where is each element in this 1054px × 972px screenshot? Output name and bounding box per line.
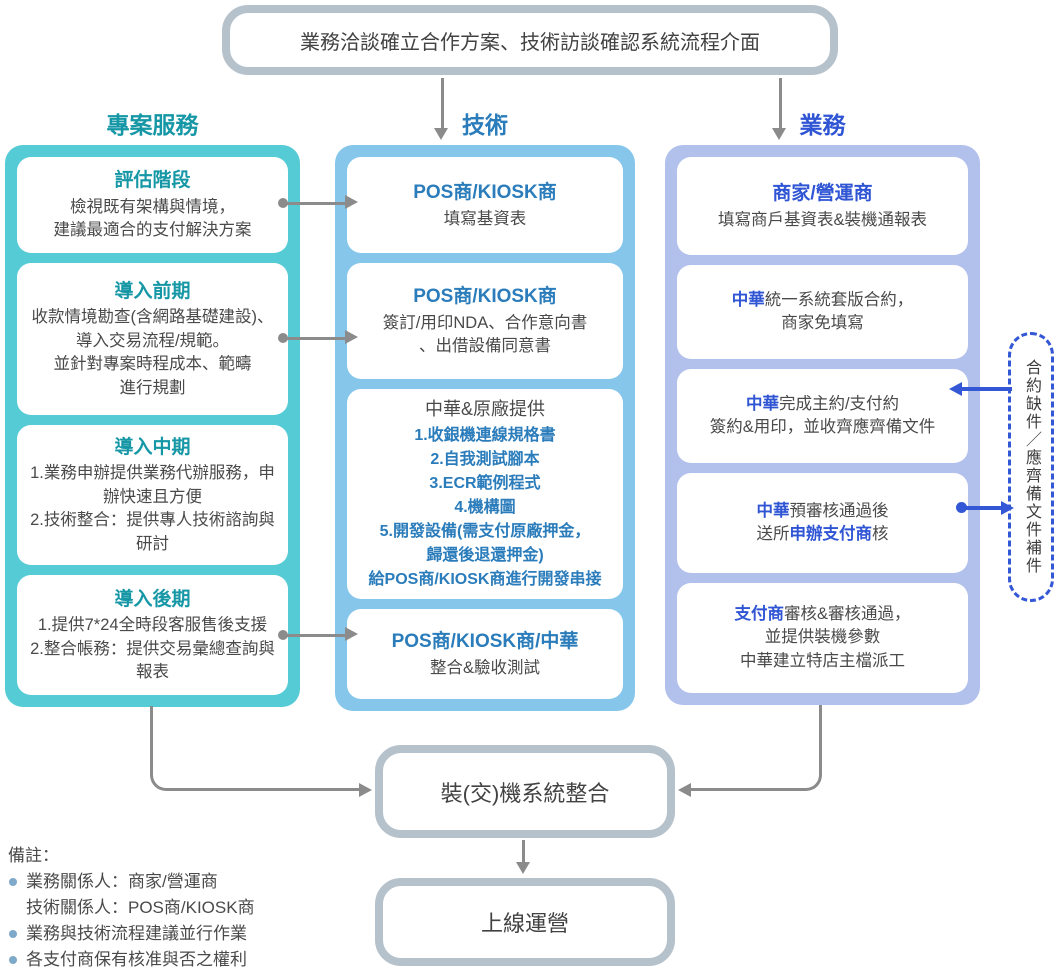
node-body: 送所申辦支付商核 [756, 525, 889, 543]
stage-title: 導入中期 [114, 436, 191, 458]
kickoff-node: 業務洽談確立合作方案、技術訪談確認系統流程介面 [222, 5, 838, 75]
bullet-icon [9, 930, 17, 938]
node-title: POS商/KIOSK商/中華 [391, 631, 579, 653]
connector-evaluation-to-tech [283, 202, 347, 205]
tech-node-basic-form: POS商/KIOSK商 填寫基資表 [347, 157, 623, 253]
business-column: 商家/營運商 填寫商戶基資表&裝機通報表 中華統一系統套版合約， 商家免填寫 中… [665, 145, 980, 705]
footnote-text: 技術關係人：POS商/KIOSK商 [26, 898, 255, 917]
node-heading: 中華&原廠提供 [424, 399, 545, 420]
footnote-item: 業務與技術流程建議並行作業 [8, 921, 348, 947]
column-header-project: 專案服務 [106, 112, 199, 138]
project-column: 評估階段 檢視既有架構與情境， 建議最適合的支付解決方案 導入前期 收款情境勘查… [5, 145, 300, 707]
stage-title: 導入後期 [114, 588, 191, 610]
node-body: 並提供裝機參數 [764, 628, 881, 647]
node-body: 整合&驗收測試 [429, 658, 540, 677]
node-body: 簽訂/用印NDA、合作意向書 、出借設備同意書 [382, 313, 588, 356]
launch-label: 上線運營 [480, 911, 569, 936]
stage-body: 檢視既有架構與情境， 建議最適合的支付解決方案 [53, 197, 252, 240]
deliverable-item: 給POS商/KIOSK商進行開發串接 [368, 570, 602, 588]
connector-project-to-integration [150, 706, 366, 791]
biz-node-contract-signing: 中華完成主約/支付約 簽約&用印，並收齊應齊備文件 [677, 369, 968, 463]
tech-column: POS商/KIOSK商 填寫基資表 POS商/KIOSK商 簽訂/用印NDA、合… [335, 145, 635, 711]
biz-node-payment-review: 支付商審核&審核通過， 並提供裝機參數 中華建立特店主檔派工 [677, 583, 968, 693]
arrow-right-icon [345, 627, 358, 641]
deliverable-item: 5.開發設備(需支付原廠押金， 歸還後退還押金) [379, 522, 591, 564]
node-body: 商家免填寫 [781, 314, 864, 332]
connector-pill-to-contract [962, 387, 1012, 391]
deliverable-item: 3.ECR範例程式 [429, 474, 541, 492]
arrow-right-icon [359, 783, 372, 797]
arrow-top-to-business [779, 78, 782, 130]
stage-title: 導入前期 [114, 280, 191, 302]
connector-review-to-pill [961, 506, 1003, 510]
arrow-right-icon [345, 195, 358, 209]
stage-node-evaluation: 評估階段 檢視既有架構與情境， 建議最適合的支付解決方案 [17, 157, 288, 253]
node-body: 簽約&用印，並收齊應齊備文件 [709, 418, 936, 436]
node-body: 中華建立特店主檔派工 [740, 651, 905, 670]
emphasis-text: 申辦支付商 [789, 525, 873, 543]
missing-documents-label: 合約缺件／應齊備文件補件 [1023, 359, 1040, 575]
column-header-business: 業務 [799, 112, 846, 138]
emphasis-text: 中華 [756, 501, 790, 520]
biz-node-template-contract: 中華統一系統套版合約， 商家免填寫 [677, 265, 968, 359]
emphasis-text: 中華 [731, 290, 765, 309]
arrow-right-icon [345, 330, 358, 344]
footnotes: 備註： 業務關係人：商家/營運商 技術關係人：POS商/KIOSK商 業務與技術… [8, 843, 348, 972]
stage-title: 評估階段 [114, 170, 191, 192]
node-body: 中華統一系統套版合約， [731, 290, 914, 309]
integration-label: 裝(交)機系統整合 [440, 780, 610, 806]
node-title: 商家/營運商 [772, 183, 873, 205]
tech-node-nda: POS商/KIOSK商 簽訂/用印NDA、合作意向書 、出借設備同意書 [347, 263, 623, 379]
footnote-item: 技術關係人：POS商/KIOSK商 [8, 895, 348, 921]
footnote-text: 各支付商保有核准與否之權利 [26, 950, 247, 969]
stage-body: 收款情境勘查(含網路基礎建設)、 導入交易流程/規範。 並針對專案時程成本、範疇… [31, 308, 274, 397]
stage-body: 1.業務申辦提供業務代辦服務，申 辦快速且方便 2.技術整合：提供專人技術諮詢與… [30, 464, 275, 553]
kickoff-label: 業務洽談確立合作方案、技術訪談確認系統流程介面 [300, 31, 760, 54]
connector-integration-to-launch [522, 840, 525, 864]
deliverable-item: 2.自我測試腳本 [430, 450, 540, 468]
arrow-left-icon [949, 382, 962, 396]
stage-node-pre-rollout: 導入前期 收款情境勘查(含網路基礎建設)、 導入交易流程/規範。 並針對專案時程… [17, 263, 288, 415]
node-title: POS商/KIOSK商 [413, 182, 557, 204]
footnote-item: 各支付商保有核准與否之權利 [8, 947, 348, 972]
arrow-down-icon [772, 128, 786, 140]
connector-pre-rollout-to-tech [283, 337, 347, 340]
bullet-icon [9, 878, 17, 886]
node-body: 填寫基資表 [443, 209, 527, 228]
biz-node-merchant-form: 商家/營運商 填寫商戶基資表&裝機通報表 [677, 157, 968, 255]
arrow-down-icon [434, 128, 448, 140]
biz-node-pre-review: 中華預審核通過後 送所申辦支付商核 [677, 473, 968, 573]
launch-node: 上線運營 [375, 878, 675, 966]
footnotes-header: 備註： [8, 846, 59, 865]
emphasis-text: 支付商 [734, 604, 784, 623]
footnote-item: 業務關係人：商家/營運商 [8, 869, 348, 895]
node-body: 中華完成主約/支付約 [745, 394, 900, 413]
bullet-icon [9, 956, 17, 964]
arrow-top-to-tech [441, 78, 444, 130]
emphasis-text: 中華 [745, 394, 779, 413]
footnote-text: 業務與技術流程建議並行作業 [26, 924, 247, 943]
connector-business-to-integration [690, 705, 822, 791]
arrow-down-icon [516, 862, 530, 874]
deliverable-item: 4.機構圖 [454, 498, 516, 516]
tech-node-acceptance-test: POS商/KIOSK商/中華 整合&驗收測試 [347, 609, 623, 699]
arrow-left-icon [678, 783, 691, 797]
column-header-tech: 技術 [462, 112, 508, 138]
stage-body: 1.提供7*24全時段客服售後支援 2.整合帳務：提供交易彙總查詢與 報表 [30, 616, 275, 681]
stage-node-post-rollout: 導入後期 1.提供7*24全時段客服售後支援 2.整合帳務：提供交易彙總查詢與 … [17, 575, 288, 695]
node-body: 支付商審核&審核通過， [734, 604, 911, 623]
node-title: POS商/KIOSK商 [413, 286, 557, 308]
node-body: 中華預審核通過後 [756, 501, 889, 520]
tech-node-deliverables: 中華&原廠提供 1.收銀機連線規格書 2.自我測試腳本 3.ECR範例程式 4.… [347, 389, 623, 599]
connector-post-rollout-to-tech [283, 634, 347, 637]
footnote-text: 業務關係人：商家/營運商 [26, 872, 218, 891]
node-body: 填寫商戶基資表&裝機通報表 [717, 210, 927, 229]
stage-node-mid-rollout: 導入中期 1.業務申辦提供業務代辦服務，申 辦快速且方便 2.技術整合：提供專人… [17, 425, 288, 565]
deliverable-item: 1.收銀機連線規格書 [414, 426, 556, 444]
integration-node: 裝(交)機系統整合 [375, 745, 675, 838]
missing-documents-note: 合約缺件／應齊備文件補件 [1008, 332, 1054, 602]
